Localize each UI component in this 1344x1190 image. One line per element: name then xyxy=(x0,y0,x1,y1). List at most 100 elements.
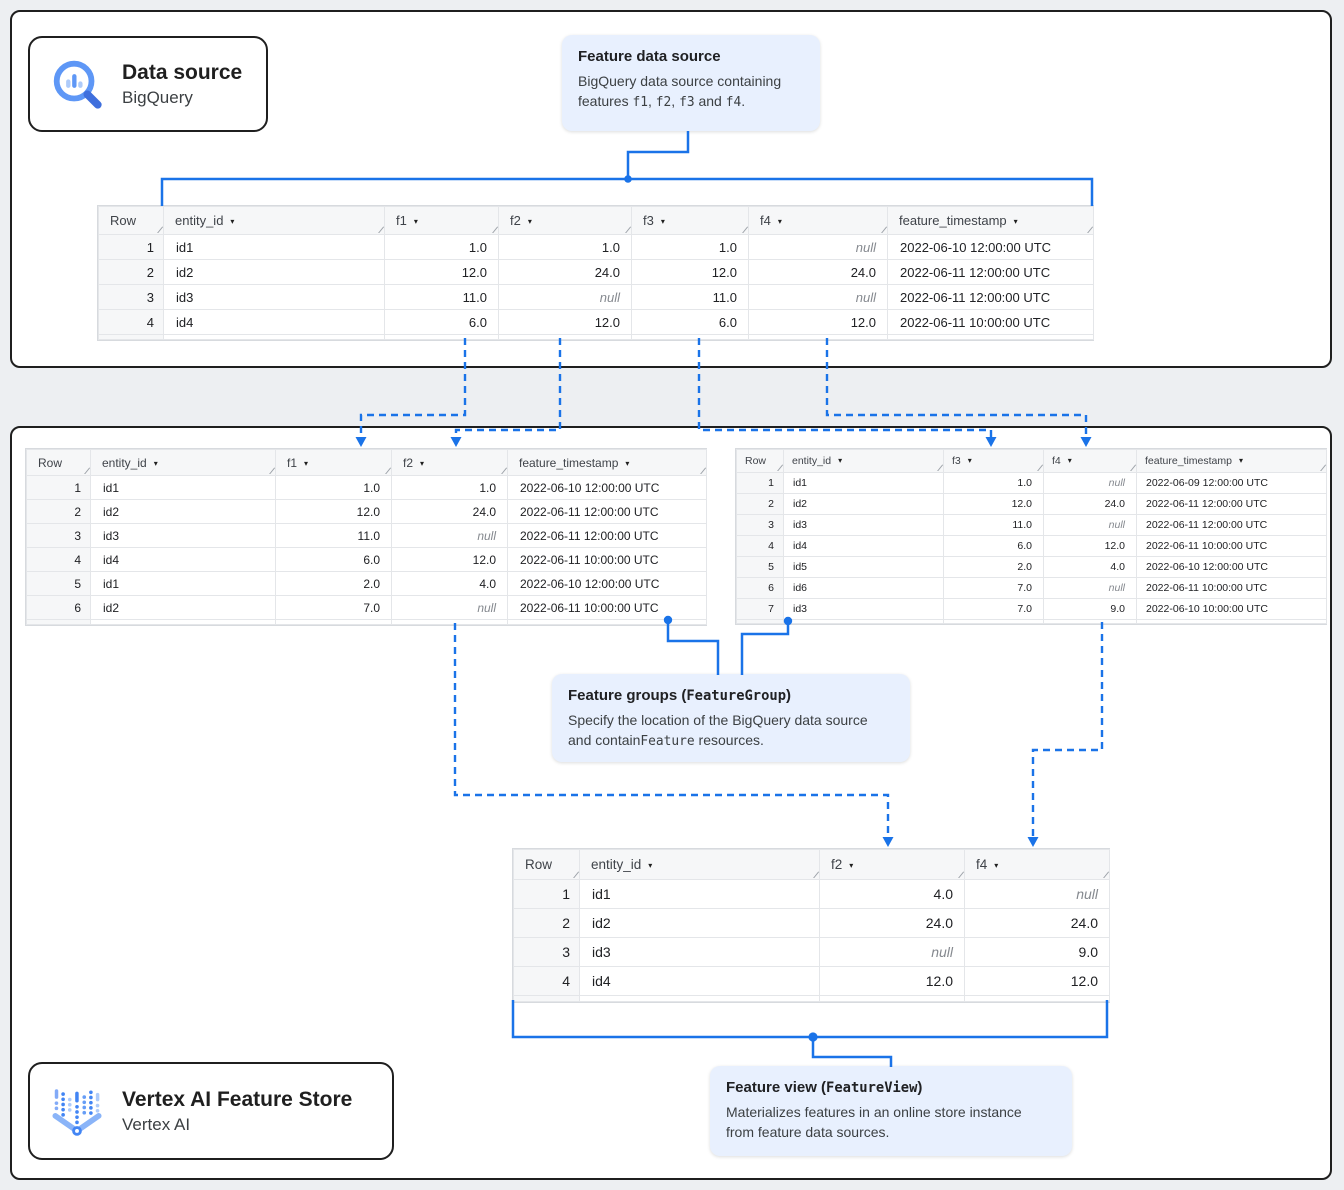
table-cell: id6 xyxy=(783,577,944,599)
sort-arrow-icon: ▾ xyxy=(420,458,425,468)
row-number: 1 xyxy=(736,472,784,494)
table-cell: 1.0 xyxy=(391,475,508,500)
table-cell: 4.0 xyxy=(391,571,508,596)
table-cell: 4.0 xyxy=(1043,556,1137,578)
row-number: 5 xyxy=(26,571,91,596)
column-header-f1: f1▾∕∕ xyxy=(384,206,499,235)
null-cell: null xyxy=(748,234,888,260)
sort-arrow-icon: ▾ xyxy=(230,217,235,226)
table-cell: 2022-06-11 12:00:00 UTC xyxy=(1136,493,1327,515)
badge-subtitle: BigQuery xyxy=(122,87,193,107)
table-cell: id1 xyxy=(783,472,944,494)
row-number: 4 xyxy=(98,309,164,335)
column-header-Row: Row∕∕ xyxy=(513,849,580,880)
null-cell: null xyxy=(1043,472,1137,494)
table-cell: 2022-06-11 10:00:00 UTC xyxy=(887,309,1094,335)
table-cell: id4 xyxy=(90,547,276,572)
table-cell: 2022-06-10 12:00:00 UTC xyxy=(1136,556,1327,578)
feature-group-f3-f4-table: Row∕∕entity_id▾∕∕f3▾∕∕f4▾∕∕feature_times… xyxy=(735,448,1327,625)
table-cell: 1.0 xyxy=(498,234,632,260)
column-header-f4: f4▾∕∕ xyxy=(1043,449,1137,473)
table-cell: id5 xyxy=(783,556,944,578)
row-number: 3 xyxy=(736,514,784,536)
column-header-f1: f1▾∕∕ xyxy=(275,449,392,476)
table-cell: 11.0 xyxy=(384,284,499,310)
table-cell: 12.0 xyxy=(498,309,632,335)
table-cell: 4.0 xyxy=(819,879,965,909)
table-cell: 2022-06-11 10:00:00 UTC xyxy=(507,595,707,620)
table-cell: 2022-06-11 12:00:00 UTC xyxy=(887,259,1094,285)
row-number: 4 xyxy=(513,966,580,996)
column-header-f2: f2▾∕∕ xyxy=(391,449,508,476)
table-cell: 24.0 xyxy=(498,259,632,285)
table-cell: id3 xyxy=(579,937,820,967)
clipped-row xyxy=(26,619,707,625)
table-cell: id1 xyxy=(579,879,820,909)
column-header-feature_timestamp: feature_timestamp▾∕∕ xyxy=(887,206,1094,235)
sort-arrow-icon: ▾ xyxy=(777,217,782,226)
table-cell: 1.0 xyxy=(275,475,392,500)
column-header-entity_id: entity_id▾∕∕ xyxy=(163,206,385,235)
table-cell: 2022-06-11 12:00:00 UTC xyxy=(507,499,707,524)
null-cell: null xyxy=(748,284,888,310)
column-header-feature_timestamp: feature_timestamp▾∕∕ xyxy=(507,449,707,476)
column-header-entity_id: entity_id▾∕∕ xyxy=(579,849,820,880)
table-cell: 2.0 xyxy=(943,556,1044,578)
table-cell: id2 xyxy=(783,493,944,515)
table-cell: 2022-06-10 12:00:00 UTC xyxy=(507,571,707,596)
table-cell: 11.0 xyxy=(943,514,1044,536)
table-cell: 2022-06-10 10:00:00 UTC xyxy=(1136,598,1327,620)
table-cell: 2022-06-11 10:00:00 UTC xyxy=(1136,577,1327,599)
feature-group-f1-f2-table: Row∕∕entity_id▾∕∕f1▾∕∕f2▾∕∕feature_times… xyxy=(25,448,707,626)
row-number: 3 xyxy=(26,523,91,548)
column-header-Row: Row∕∕ xyxy=(26,449,91,476)
sort-arrow-icon: ▾ xyxy=(625,458,630,468)
table-cell: 24.0 xyxy=(819,908,965,938)
table-cell: 12.0 xyxy=(631,259,749,285)
callout-title: Feature view (FeatureView) xyxy=(726,1079,923,1096)
feature-view-table: Row∕∕entity_id▾∕∕f2▾∕∕f4▾∕∕1id14.0null2i… xyxy=(512,848,1110,1003)
feature-data-source-callout: Feature data source BigQuery data source… xyxy=(562,35,820,131)
table-cell: 12.0 xyxy=(1043,535,1137,557)
sort-arrow-icon: ▾ xyxy=(304,458,309,468)
table-cell: 2022-06-11 12:00:00 UTC xyxy=(507,523,707,548)
row-number: 1 xyxy=(98,234,164,260)
badge-title: Vertex AI Feature Store xyxy=(122,1088,353,1112)
sort-arrow-icon: ▾ xyxy=(1238,456,1243,465)
null-cell: null xyxy=(391,595,508,620)
table-cell: id1 xyxy=(163,234,385,260)
table-cell: 9.0 xyxy=(964,937,1110,967)
table-cell: 11.0 xyxy=(631,284,749,310)
table-cell: 12.0 xyxy=(943,493,1044,515)
bigquery-magnifier-icon xyxy=(48,55,106,113)
table-cell: 24.0 xyxy=(1043,493,1137,515)
feature-view-callout: Feature view (FeatureView) Materializes … xyxy=(710,1066,1072,1156)
row-number: 1 xyxy=(26,475,91,500)
table-cell: id3 xyxy=(90,523,276,548)
column-header-f3: f3▾∕∕ xyxy=(943,449,1044,473)
table-cell: id1 xyxy=(90,475,276,500)
sort-arrow-icon: ▾ xyxy=(1067,456,1072,465)
callout-body: Materializes features in an online store… xyxy=(726,1104,1022,1140)
column-header-f2: f2▾∕∕ xyxy=(498,206,632,235)
table-cell: id4 xyxy=(783,535,944,557)
clipped-row xyxy=(98,334,1094,340)
null-cell: null xyxy=(964,879,1110,909)
table-cell: 12.0 xyxy=(964,966,1110,996)
sort-arrow-icon: ▾ xyxy=(648,861,653,870)
callout-body-line2: features xyxy=(578,93,633,109)
table-cell: 12.0 xyxy=(275,499,392,524)
table-cell: 2.0 xyxy=(275,571,392,596)
table-cell: id3 xyxy=(783,598,944,620)
